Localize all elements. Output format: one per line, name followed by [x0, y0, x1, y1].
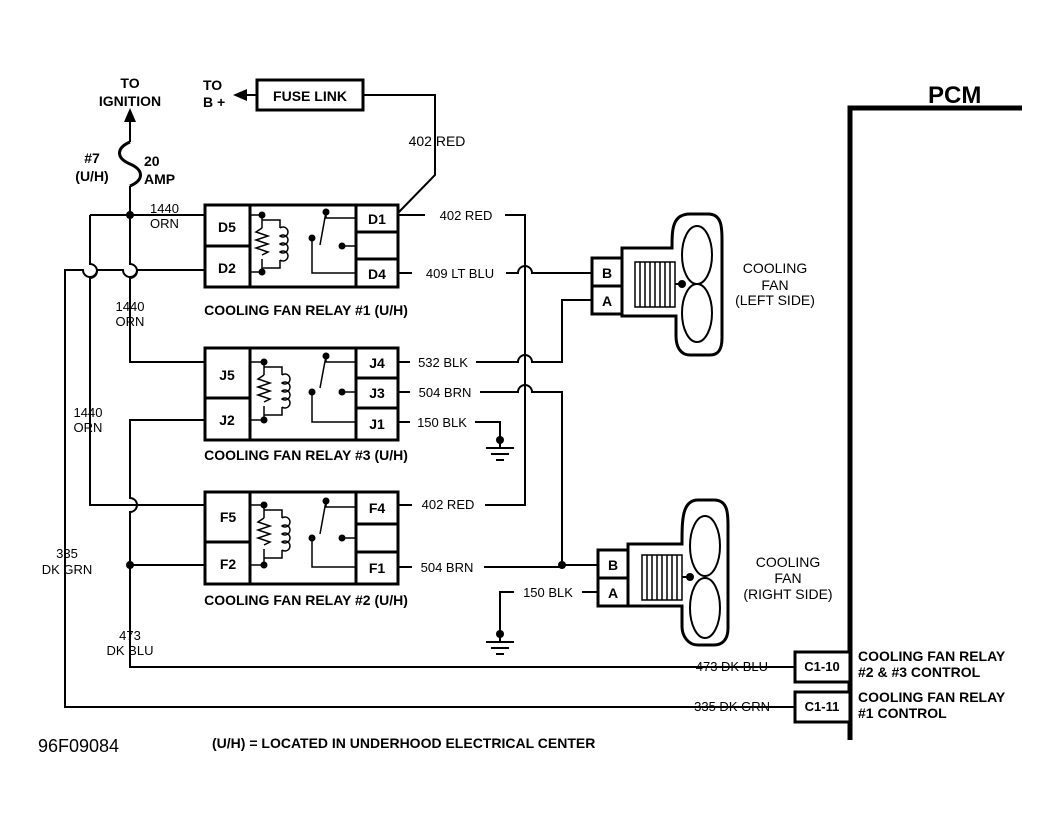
relay3-pin-j4: J4	[369, 355, 385, 371]
right-side-wiring: 402 RED 402 RED 409 LT BLU 532 BLK 504 B…	[398, 208, 598, 655]
fan-right-pin-a: A	[608, 585, 618, 601]
relay2-caption: COOLING FAN RELAY #2 (U/H)	[204, 592, 408, 608]
fan-left-label-line1: COOLING	[743, 260, 808, 276]
pcm-c1-10-desc-line2: #2 & #3 CONTROL	[858, 664, 981, 680]
relay1-switch-icon	[308, 208, 356, 274]
wire-1440-c-line1: 1440	[74, 405, 103, 420]
fuse-number-line1: #7	[84, 150, 100, 166]
ignition-label-line1: TO	[120, 75, 139, 91]
relay3-pin-j5: J5	[219, 367, 235, 383]
fuse-rating-line1: 20	[144, 153, 160, 169]
wire-504-f1-label: 504 BRN	[421, 560, 474, 575]
relay1-pin-d5: D5	[218, 219, 236, 235]
relay1-pin-d1: D1	[368, 211, 386, 227]
ground-icon	[486, 440, 514, 461]
pcm-c1-11-desc-line2: #1 CONTROL	[858, 705, 947, 721]
wire-504-j3-label: 504 BRN	[419, 385, 472, 400]
relay2-pin-f1: F1	[369, 560, 386, 576]
relay3-pin-j2: J2	[219, 412, 235, 428]
battery-label-line2: B +	[203, 94, 225, 110]
ignition-arrow-icon	[124, 108, 136, 122]
relay2-switch-icon	[308, 497, 356, 568]
relay2-pin-f4: F4	[369, 500, 386, 516]
fan-left-label-line2: FAN	[761, 277, 788, 293]
relay1-pin-d4: D4	[368, 266, 386, 282]
fuse-rating-line2: AMP	[144, 171, 175, 187]
fuse-link-label: FUSE LINK	[273, 88, 347, 104]
wire-1440-a-line2: ORN	[150, 216, 179, 231]
fan-left-pin-a: A	[602, 293, 612, 309]
wire-473-line1: 473	[119, 628, 141, 643]
relay3-switch-icon	[308, 352, 356, 423]
fuse-link-box	[255, 78, 365, 112]
wire-473-line2: DK BLU	[107, 643, 154, 658]
fan-left-label-line3: (LEFT SIDE)	[735, 292, 815, 308]
fan-left-pin-b: B	[602, 265, 612, 281]
ignition-label-line2: IGNITION	[99, 93, 161, 109]
wire-473-pcm-label: 473 DK BLU	[696, 659, 768, 674]
wire-1440-b-line2: ORN	[116, 314, 145, 329]
relay2-coil-icon	[250, 501, 291, 569]
cooling-fan-right: B A COOLING FAN (RIGHT SIDE)	[596, 498, 833, 647]
wire-1440-b-line1: 1440	[116, 299, 145, 314]
wire-335-line1: 335	[56, 546, 78, 561]
pcm-module: PCM	[847, 82, 1022, 740]
fan-left-blades-icon	[681, 225, 713, 343]
fan-right-label-line1: COOLING	[756, 554, 821, 570]
power-supply: TO IGNITION #7 (U/H) 20 AMP TO B + FUSE …	[75, 75, 465, 215]
fuse-number-line2: (U/H)	[75, 168, 108, 184]
relay2-pin-f2: F2	[220, 556, 237, 572]
wire-402-f4-label: 402 RED	[422, 497, 475, 512]
pcm-pin-c1-11: C1-11	[805, 699, 840, 714]
fuse-7-icon	[118, 140, 142, 188]
battery-arrow-icon	[233, 89, 247, 101]
cooling-fan-relay-3: J5 J2 J4 J3 J1 COOLING FAN RELAY #3 (U/H…	[203, 346, 408, 463]
footer-note: (U/H) = LOCATED IN UNDERHOOD ELECTRICAL …	[212, 735, 595, 751]
pcm-c1-11-desc-line1: COOLING FAN RELAY	[858, 689, 1006, 705]
relay3-pin-j3: J3	[369, 385, 385, 401]
left-bus-wiring: 1440 ORN 1440 ORN 1440 ORN 335 DK GRN 33…	[42, 201, 795, 714]
pcm-c1-10-desc-line1: COOLING FAN RELAY	[858, 648, 1006, 664]
fan-right-label-line3: (RIGHT SIDE)	[743, 586, 832, 602]
wire-335-pcm-label: 335 DK GRN	[694, 699, 770, 714]
fan-right-blades-icon	[689, 515, 721, 639]
wire-150-j1-label: 150 BLK	[417, 415, 467, 430]
ground-icon	[486, 634, 514, 655]
wire-409-label: 409 LT BLU	[426, 266, 494, 281]
relay1-pin-d2: D2	[218, 260, 236, 276]
battery-label-line1: TO	[203, 77, 222, 93]
relay1-coil-icon	[250, 211, 289, 276]
cooling-fan-relay-2: F5 F2 F4 F1 COOLING FAN RELAY #2 (U/H)	[203, 490, 408, 608]
fan-left-motor-icon	[634, 261, 686, 308]
pcm-label: PCM	[928, 82, 981, 109]
cooling-fan-left: B A COOLING FAN (LEFT SIDE)	[590, 212, 815, 357]
fan-right-housing	[626, 498, 730, 647]
pcm-terminal-c1-10: C1-10 COOLING FAN RELAY #2 & #3 CONTROL	[793, 648, 1006, 684]
fan-right-pin-b: B	[608, 557, 618, 573]
relay1-caption: COOLING FAN RELAY #1 (U/H)	[204, 302, 408, 318]
wire-532-label: 532 BLK	[418, 355, 468, 370]
wire-402-d1-label: 402 RED	[440, 208, 493, 223]
cooling-fan-relay-1: D5 D2 D1 D4 COOLING FAN RELAY #1 (U/H)	[203, 203, 408, 318]
pcm-terminal-c1-11: C1-11 COOLING FAN RELAY #1 CONTROL	[793, 689, 1006, 724]
wire-1440-a-line1: 1440	[150, 201, 179, 216]
wire-335-line2: DK GRN	[42, 562, 93, 577]
pcm-pin-c1-10: C1-10	[804, 659, 839, 674]
fan-right-label-line2: FAN	[774, 570, 801, 586]
wire-402-top-label: 402 RED	[409, 133, 466, 149]
relay3-pin-j1: J1	[369, 416, 385, 432]
relay3-coil-icon	[250, 358, 291, 424]
fan-right-motor-icon	[641, 554, 694, 601]
figure-code: 96F09084	[38, 736, 119, 756]
fan-left-housing	[620, 212, 724, 357]
wire-150-right-label: 150 BLK	[523, 585, 573, 600]
wire-1440-c-line2: ORN	[74, 420, 103, 435]
relay3-caption: COOLING FAN RELAY #3 (U/H)	[204, 447, 408, 463]
relay2-pin-f5: F5	[220, 509, 237, 525]
